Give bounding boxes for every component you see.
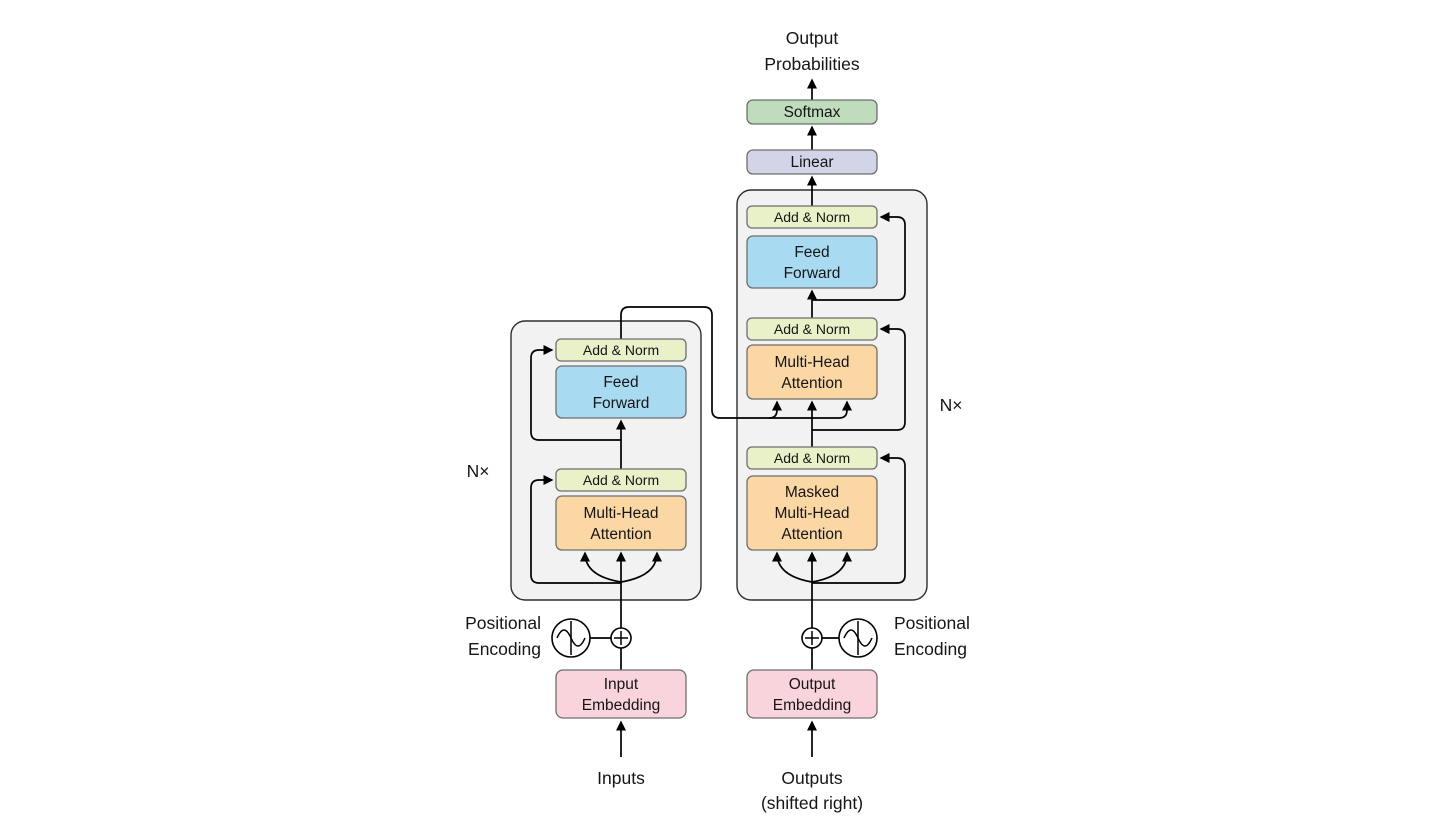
encoder-addnorm-bottom-box [555, 468, 687, 492]
softmax-box [746, 99, 878, 125]
softmax-label: Softmax [784, 104, 841, 121]
arrow-encoder-output-to-decoder-left [768, 400, 782, 419]
arrow-decoder-residual-masked-attention [812, 453, 906, 584]
arrow-encoder-residual-attention [530, 475, 621, 584]
decoder-masked-attention-label-line3: Attention [781, 526, 842, 543]
encoder-feedforward-label-line2: Forward [593, 395, 650, 412]
n-times-right-label: N× [940, 395, 963, 415]
encoder-addnorm-top-box [555, 338, 687, 362]
decoder-feedforward-label-line1: Feed [794, 244, 829, 261]
connectors [530, 78, 906, 757]
encoder-container [510, 320, 702, 601]
decoder-stack [746, 99, 878, 719]
encoder-attention-label-line2: Attention [590, 526, 651, 543]
decoder-cross-attention-label-line2: Attention [781, 375, 842, 392]
linear-label: Linear [790, 154, 833, 171]
decoder-masked-attention-label-line2: Multi-Head [775, 505, 850, 522]
positional-encoding-symbol-left [551, 618, 632, 658]
plus-glyph [805, 631, 819, 645]
decoder-addnorm-bottom-label: Add & Norm [774, 450, 850, 466]
diagram-labels: Output Probabilities Softmax Linear Add … [465, 28, 970, 813]
arrow-encoder-residual-feedforward [530, 345, 621, 441]
encoder-attention-label-line1: Multi-Head [584, 505, 659, 522]
arrow-decoder-residual-feedforward [812, 212, 906, 301]
input-embedding-label-line1: Input [604, 676, 639, 693]
positional-encoding-left-label-line1: Positional [465, 613, 541, 633]
input-embedding-box [555, 669, 687, 719]
arrow-masked-attention-branch-right [811, 551, 852, 583]
positional-encoding-right-label-line1: Positional [894, 613, 970, 633]
outputs-label-line1: Outputs [781, 768, 843, 788]
inputs-label: Inputs [597, 768, 645, 788]
decoder-addnorm-top-box [746, 205, 878, 229]
output-embedding-box [746, 669, 878, 719]
encoder-addnorm-bottom-label: Add & Norm [583, 472, 659, 488]
outputs-label-line2: (shifted right) [761, 793, 863, 813]
encoder-feedforward-label-line1: Feed [603, 374, 638, 391]
output-probabilities-label-line1: Output [786, 28, 839, 48]
output-embedding-label-line2: Embedding [773, 697, 851, 714]
decoder-cross-attention-box [746, 344, 878, 400]
decoder-feedforward-label-line2: Forward [784, 265, 841, 282]
output-probabilities-label-line2: Probabilities [764, 54, 860, 74]
decoder-addnorm-mid-label: Add & Norm [774, 321, 850, 337]
encoder-attention-box [555, 495, 687, 551]
encoder-stack [555, 338, 687, 719]
decoder-cross-attention-label-line1: Multi-Head [775, 354, 850, 371]
arrow-encoder-attention-branch-left [580, 551, 622, 583]
n-times-left-label: N× [467, 461, 490, 481]
positional-encoding-left-label-line2: Encoding [468, 639, 541, 659]
arrow-decoder-residual-cross-attention [812, 324, 906, 431]
linear-box [746, 149, 878, 175]
positional-encoding-right-label-line2: Encoding [894, 639, 967, 659]
encoder-feedforward-box [555, 365, 687, 419]
arrow-encoder-attention-branch-right [620, 551, 662, 583]
decoder-addnorm-bottom-box [746, 446, 878, 470]
arrow-encoder-output-to-decoder-right [620, 306, 852, 419]
decoder-masked-attention-label-line1: Masked [785, 484, 839, 501]
decoder-addnorm-mid-box [746, 317, 878, 341]
decoder-addnorm-top-label: Add & Norm [774, 209, 850, 225]
decoder-feedforward-box [746, 235, 878, 289]
output-embedding-label-line1: Output [789, 676, 836, 693]
plus-glyph [614, 631, 628, 645]
encoder-addnorm-top-label: Add & Norm [583, 342, 659, 358]
decoder-masked-attention-box [746, 475, 878, 551]
input-embedding-label-line2: Embedding [582, 697, 660, 714]
arrow-masked-attention-branch-left [772, 551, 813, 583]
positional-encoding-symbol-right [801, 618, 878, 658]
